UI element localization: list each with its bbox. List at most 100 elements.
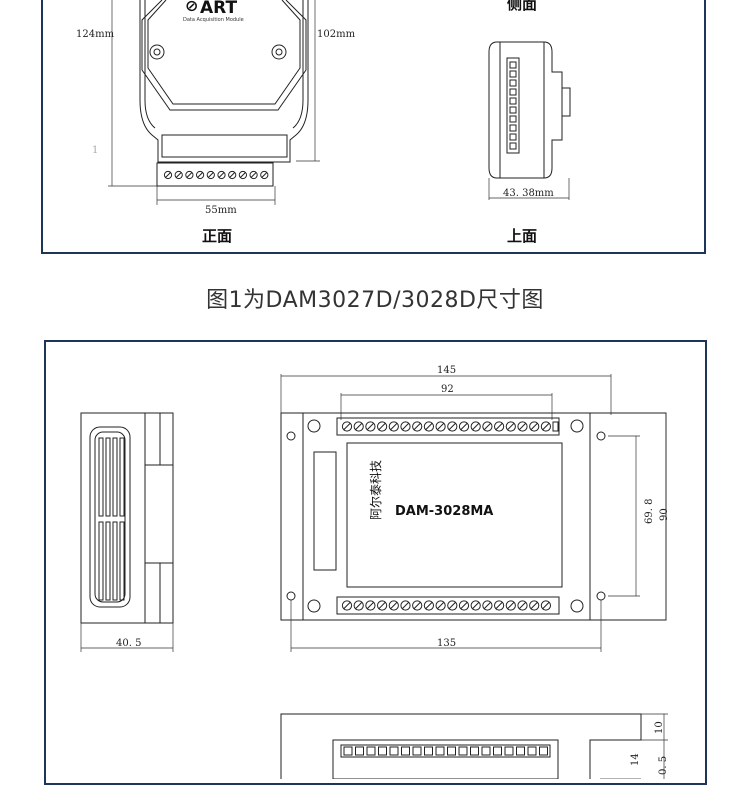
front-width-dimension — [156, 186, 276, 205]
terminal-screw — [185, 170, 194, 180]
top-pin — [424, 746, 433, 756]
terminal-screw — [540, 600, 552, 611]
terminal-screw-slot — [343, 601, 351, 610]
front-height-inner-text: 102mm — [317, 29, 356, 40]
terminal-screw-slot — [460, 422, 468, 431]
front-width-text: 55mm — [205, 205, 237, 216]
terminal-screw-slot — [437, 601, 445, 610]
figure-caption: 图1为DAM3027D/3028D尺寸图 — [206, 288, 544, 313]
terminal-screw — [388, 600, 399, 611]
terminal-screw-slot — [425, 422, 433, 431]
terminal-screw-slot — [507, 601, 515, 610]
terminal-screw — [206, 170, 215, 180]
terminal-screw-slot — [472, 422, 480, 431]
terminal-screw-slot — [378, 422, 386, 431]
terminal-screw — [196, 170, 205, 180]
top-pin — [355, 746, 364, 756]
front-view-label: 正面 — [202, 227, 232, 245]
terminal-screw-slot — [495, 422, 503, 431]
terminal-screw — [482, 600, 493, 611]
terminal-screw — [458, 600, 470, 611]
side-depth-dimension — [488, 178, 570, 200]
logo-brand-text: ART — [200, 0, 237, 18]
terminal-screw — [377, 600, 388, 611]
top-pin — [378, 746, 387, 756]
terminal-screw-slot — [530, 601, 538, 610]
terminal-screw — [447, 600, 458, 611]
terminal-screw-slot — [401, 601, 410, 610]
terminal-screw-slot — [366, 601, 374, 610]
terminal-screw-slot — [229, 172, 236, 178]
top-pin — [447, 746, 456, 756]
terminal-screw — [435, 421, 446, 432]
fig2-mount-width-text: 135 — [437, 638, 456, 649]
fig2-side-depth-text: 40. 5 — [116, 638, 141, 649]
terminal-screw-slot — [165, 172, 171, 178]
terminal-screw — [529, 421, 540, 432]
terminal-screw — [447, 421, 458, 432]
terminal-screw — [163, 170, 173, 180]
fig2-top-h1-text: 10 — [654, 721, 665, 734]
top-pin — [493, 746, 502, 756]
fig2-top-h3-text: 0. 5 — [658, 756, 669, 775]
fig2-total-width-text: 145 — [437, 365, 456, 376]
front-height-outer-text: 124mm — [76, 29, 115, 40]
top-pin — [481, 746, 491, 756]
vertical-brand-text: 阿尔泰科技 — [368, 460, 383, 520]
top-pin — [470, 746, 479, 756]
terminal-screw — [423, 421, 434, 432]
terminal-screw — [341, 421, 353, 432]
terminal-screw — [470, 600, 481, 611]
terminal-screw-slot — [355, 422, 363, 431]
terminal-end — [552, 421, 559, 432]
fig2-side-view — [80, 412, 174, 624]
terminal-screw — [249, 170, 258, 180]
fig2-front-module — [280, 412, 667, 621]
front-terminal-block — [156, 162, 274, 187]
vent-slot — [112, 521, 118, 601]
terminal-screw — [353, 421, 364, 432]
vent-slot — [105, 521, 111, 601]
front-module-body — [139, 0, 309, 163]
terminal-screw-slot — [240, 172, 246, 178]
terminal-screw-slot — [390, 422, 398, 431]
terminal-screw-slot — [483, 601, 491, 610]
terminal-screw — [388, 421, 399, 432]
top-pin — [343, 746, 353, 756]
vent-slot — [98, 521, 104, 601]
terminal-screw — [517, 421, 528, 432]
top-pin — [401, 746, 410, 756]
side-pin — [509, 61, 517, 69]
terminal-screw — [400, 600, 411, 611]
terminal-screw-slot — [542, 601, 550, 610]
fig2-top-view — [280, 713, 668, 779]
side-pin — [509, 124, 517, 132]
terminal-screw — [365, 421, 376, 432]
terminal-screw — [423, 600, 434, 611]
side-pin — [509, 115, 517, 123]
terminal-screw — [505, 421, 516, 432]
terminal-screw — [505, 600, 516, 611]
terminal-screw — [494, 421, 505, 432]
vent-slot — [98, 437, 104, 517]
module-name-text: DAM-3028MA — [395, 504, 493, 519]
vent-slot — [119, 437, 125, 517]
top-pin — [412, 746, 422, 756]
terminal-screw — [353, 600, 364, 611]
terminal-screw-slot — [495, 601, 503, 610]
terminal-screw-slot — [343, 422, 351, 431]
front-height-inner-dimension — [296, 0, 320, 162]
terminal-screw — [238, 170, 247, 180]
fig2-top-h2-text: 14 — [630, 753, 641, 766]
figure1-panel — [41, 0, 706, 254]
terminal-screw-slot — [507, 422, 515, 431]
terminal-screw — [458, 421, 470, 432]
side-pin — [509, 97, 517, 105]
terminal-screw — [435, 600, 446, 611]
terminal-screw-slot — [530, 422, 538, 431]
fig2-height-total-text: 90 — [659, 508, 670, 521]
terminal-screw-slot — [390, 601, 398, 610]
terminal-screw-slot — [437, 422, 445, 431]
